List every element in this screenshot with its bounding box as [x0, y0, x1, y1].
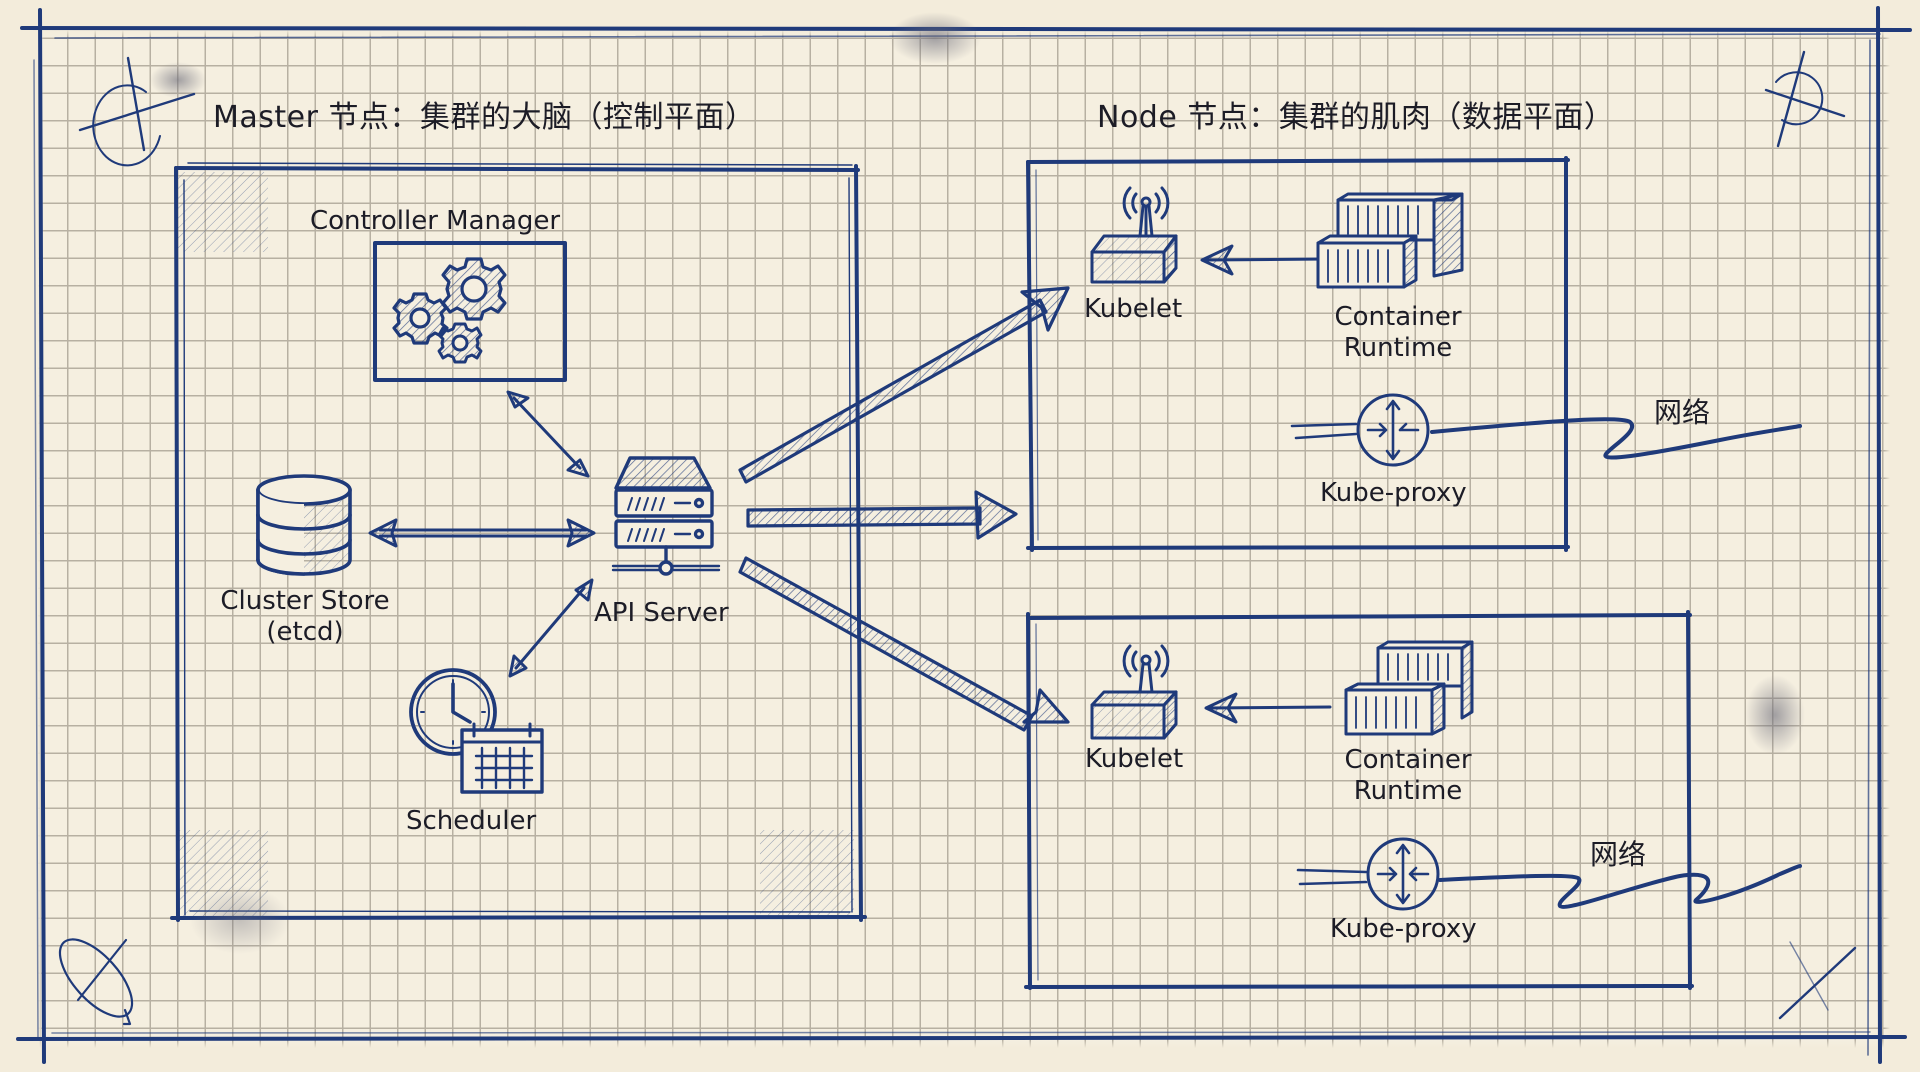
node1-kubelet-label: Kubelet — [1084, 294, 1183, 324]
crosshair-mark-bottom-right — [1778, 941, 1857, 1020]
master-box — [170, 162, 867, 922]
node1-container-runtime-label: Container Runtime — [1320, 302, 1476, 364]
arrow-api-to-node1 — [746, 490, 1018, 540]
node1-runtime-line1: Container — [1334, 302, 1462, 332]
network-cable-1 — [1430, 417, 1802, 460]
network-cable-2 — [1438, 864, 1802, 909]
node1-network-label: 网络 — [1654, 396, 1711, 429]
node-section-title: Node 节点：集群的肌肉（数据平面） — [1097, 100, 1615, 135]
crosshair-mark-top-right — [1764, 50, 1846, 148]
shipping-containers-icon — [1316, 192, 1464, 289]
controller-manager-label: Controller Manager — [310, 206, 561, 236]
cluster-store-label: Cluster Store (etcd) — [210, 586, 400, 648]
node2-kubelet-label: Kubelet — [1085, 744, 1184, 774]
database-icon — [256, 474, 352, 576]
arrow-controller-to-api — [506, 390, 590, 478]
gears-icon — [373, 241, 567, 382]
server-icon — [611, 456, 721, 576]
antenna-box-icon — [1090, 644, 1178, 740]
node2-container-runtime-label: Container Runtime — [1330, 745, 1486, 807]
arrow-api-to-node2-kubelet — [738, 556, 1070, 732]
node2-network-label: 网络 — [1590, 838, 1647, 871]
node2-kube-proxy-label: Kube-proxy — [1330, 914, 1477, 944]
arrow-api-to-node1-kubelet — [738, 286, 1070, 484]
antenna-box-icon — [1090, 186, 1178, 284]
node1-kube-proxy-label: Kube-proxy — [1320, 478, 1467, 508]
master-section-title: Master 节点：集群的大脑（控制平面） — [213, 100, 756, 135]
crosshair-mark-bottom-left — [58, 938, 134, 1026]
outer-frame — [16, 6, 1912, 1064]
node2-runtime-line1: Container — [1344, 745, 1472, 775]
api-server-label: API Server — [594, 598, 729, 628]
node-2-box — [1024, 610, 1694, 990]
cluster-store-label-line2: (etcd) — [266, 617, 344, 648]
shipping-containers-icon — [1344, 640, 1474, 736]
crosshair-mark-top-left — [78, 56, 196, 167]
router-icon — [1296, 837, 1440, 911]
cluster-store-label-line1: Cluster Store — [220, 586, 390, 616]
arrow-scheduler-to-api — [508, 578, 594, 678]
node1-runtime-line2: Runtime — [1343, 333, 1453, 364]
ink-smudges — [150, 12, 1805, 954]
arrow-runtime-to-kubelet-1 — [1200, 244, 1326, 276]
router-icon — [1290, 393, 1430, 467]
arrow-etcd-to-api — [368, 518, 596, 548]
scheduler-label: Scheduler — [406, 806, 537, 836]
node-1-box — [1026, 156, 1570, 552]
arrow-runtime-to-kubelet-2 — [1204, 692, 1332, 724]
clock-calendar-icon — [409, 668, 544, 794]
node2-runtime-line2: Runtime — [1353, 776, 1463, 807]
